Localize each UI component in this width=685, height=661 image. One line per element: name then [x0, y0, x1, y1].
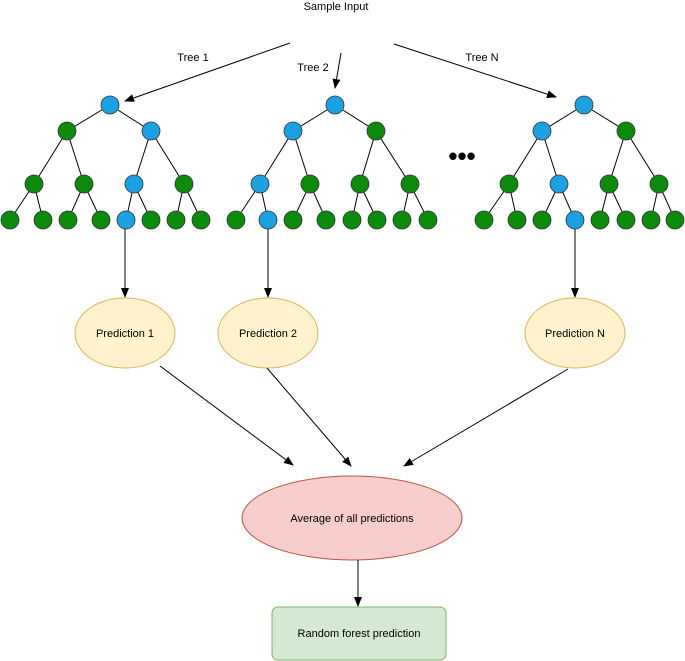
tree-n-leaf-node [641, 210, 661, 230]
tree-1-level1-node [57, 121, 77, 141]
tree-n-edge [625, 130, 660, 185]
prediction-2-label: Prediction 2 [239, 328, 297, 340]
input-to-tree-1-arrow [124, 42, 291, 102]
tree-2-level2-node [250, 174, 270, 194]
tree-1-level2-node [174, 174, 194, 194]
tree-2-edge [375, 130, 411, 185]
tree-1-edge [150, 130, 185, 185]
average-label: Average of all predictions [290, 513, 414, 525]
tree-1-level2-node [24, 174, 44, 194]
tree-1-leaf-node [141, 210, 161, 230]
tree-2-leaf-node [316, 210, 336, 230]
tree-n-level1-node [532, 121, 552, 141]
tree-2-leaf-node [258, 210, 278, 230]
tree-2-leaf-node [342, 210, 362, 230]
tree-n-leaf-node [590, 210, 610, 230]
tree-2-level2-node [400, 174, 420, 194]
prediction-2-to-average-arrow [266, 367, 352, 467]
random-forest-prediction-box [271, 606, 447, 661]
tree-n-leaf-node [616, 210, 636, 230]
tree-n-level2-node [499, 174, 519, 194]
tree-2-leaf-node [392, 210, 412, 230]
average-node [241, 475, 463, 561]
input-to-tree-2-arrow [332, 52, 342, 89]
prediction-2-node [217, 297, 319, 369]
tree-2-level2-node [350, 174, 370, 194]
tree-1-leaf-node [0, 210, 20, 230]
tree-n-leaf-node [507, 210, 527, 230]
tree-n-level2-node [549, 174, 569, 194]
more-trees-ellipsis: ••• [448, 141, 475, 171]
random-forest-prediction-label: Random forest prediction [298, 628, 421, 640]
tree-n-leaf-node [474, 210, 494, 230]
tree-1-leaf-node [191, 210, 211, 230]
prediction-1-node [74, 297, 176, 369]
tree-2-label: Tree 2 [297, 62, 328, 74]
tree-1-edge [33, 130, 68, 185]
decision-trees [0, 95, 685, 230]
tree-n-leaf-node [565, 210, 585, 230]
tree-1-level2-node [124, 174, 144, 194]
tree-2-edge [259, 130, 294, 185]
input-to-tree-n-arrow [393, 43, 557, 99]
tree-1-leaf-node [166, 210, 186, 230]
tree-n-level2-node [649, 174, 669, 194]
prediction-n-to-average-arrow [403, 368, 569, 467]
prediction-n-label: Prediction N [545, 328, 605, 340]
tree-2-leaf-node [283, 210, 303, 230]
tree-2-level1-node [366, 121, 386, 141]
tree-2-leaf-node [418, 210, 438, 230]
tree-n-level1-node [616, 121, 636, 141]
tree-n-leaf-node [665, 210, 685, 230]
tree-1-leaf-node [91, 210, 111, 230]
tree-1-level2-node [74, 174, 94, 194]
tree-1-leaf-node [116, 210, 136, 230]
tree-1-root-node [100, 95, 120, 115]
tree-n-root-node [574, 95, 594, 115]
tree-1-leaf-node [58, 210, 78, 230]
tree-2-level1-node [283, 121, 303, 141]
sample-input-label: Sample Input [304, 1, 369, 13]
tree-2-root-node [325, 95, 345, 115]
tree-1-leaf-node [33, 210, 53, 230]
tree-1-label: Tree 1 [177, 52, 208, 64]
prediction-1-label: Prediction 1 [96, 328, 154, 340]
tree-2-leaf-node [367, 210, 387, 230]
prediction-1-to-average-arrow [159, 365, 294, 466]
tree-2-leaf-node [226, 210, 246, 230]
tree-n-level2-node [599, 174, 619, 194]
tree-n-edge [508, 130, 543, 185]
tree-n-label: Tree N [465, 52, 498, 64]
tree-2-level2-node [300, 174, 320, 194]
tree-1-level1-node [141, 121, 161, 141]
tree-n-leaf-node [532, 210, 552, 230]
prediction-n-node [524, 297, 626, 369]
